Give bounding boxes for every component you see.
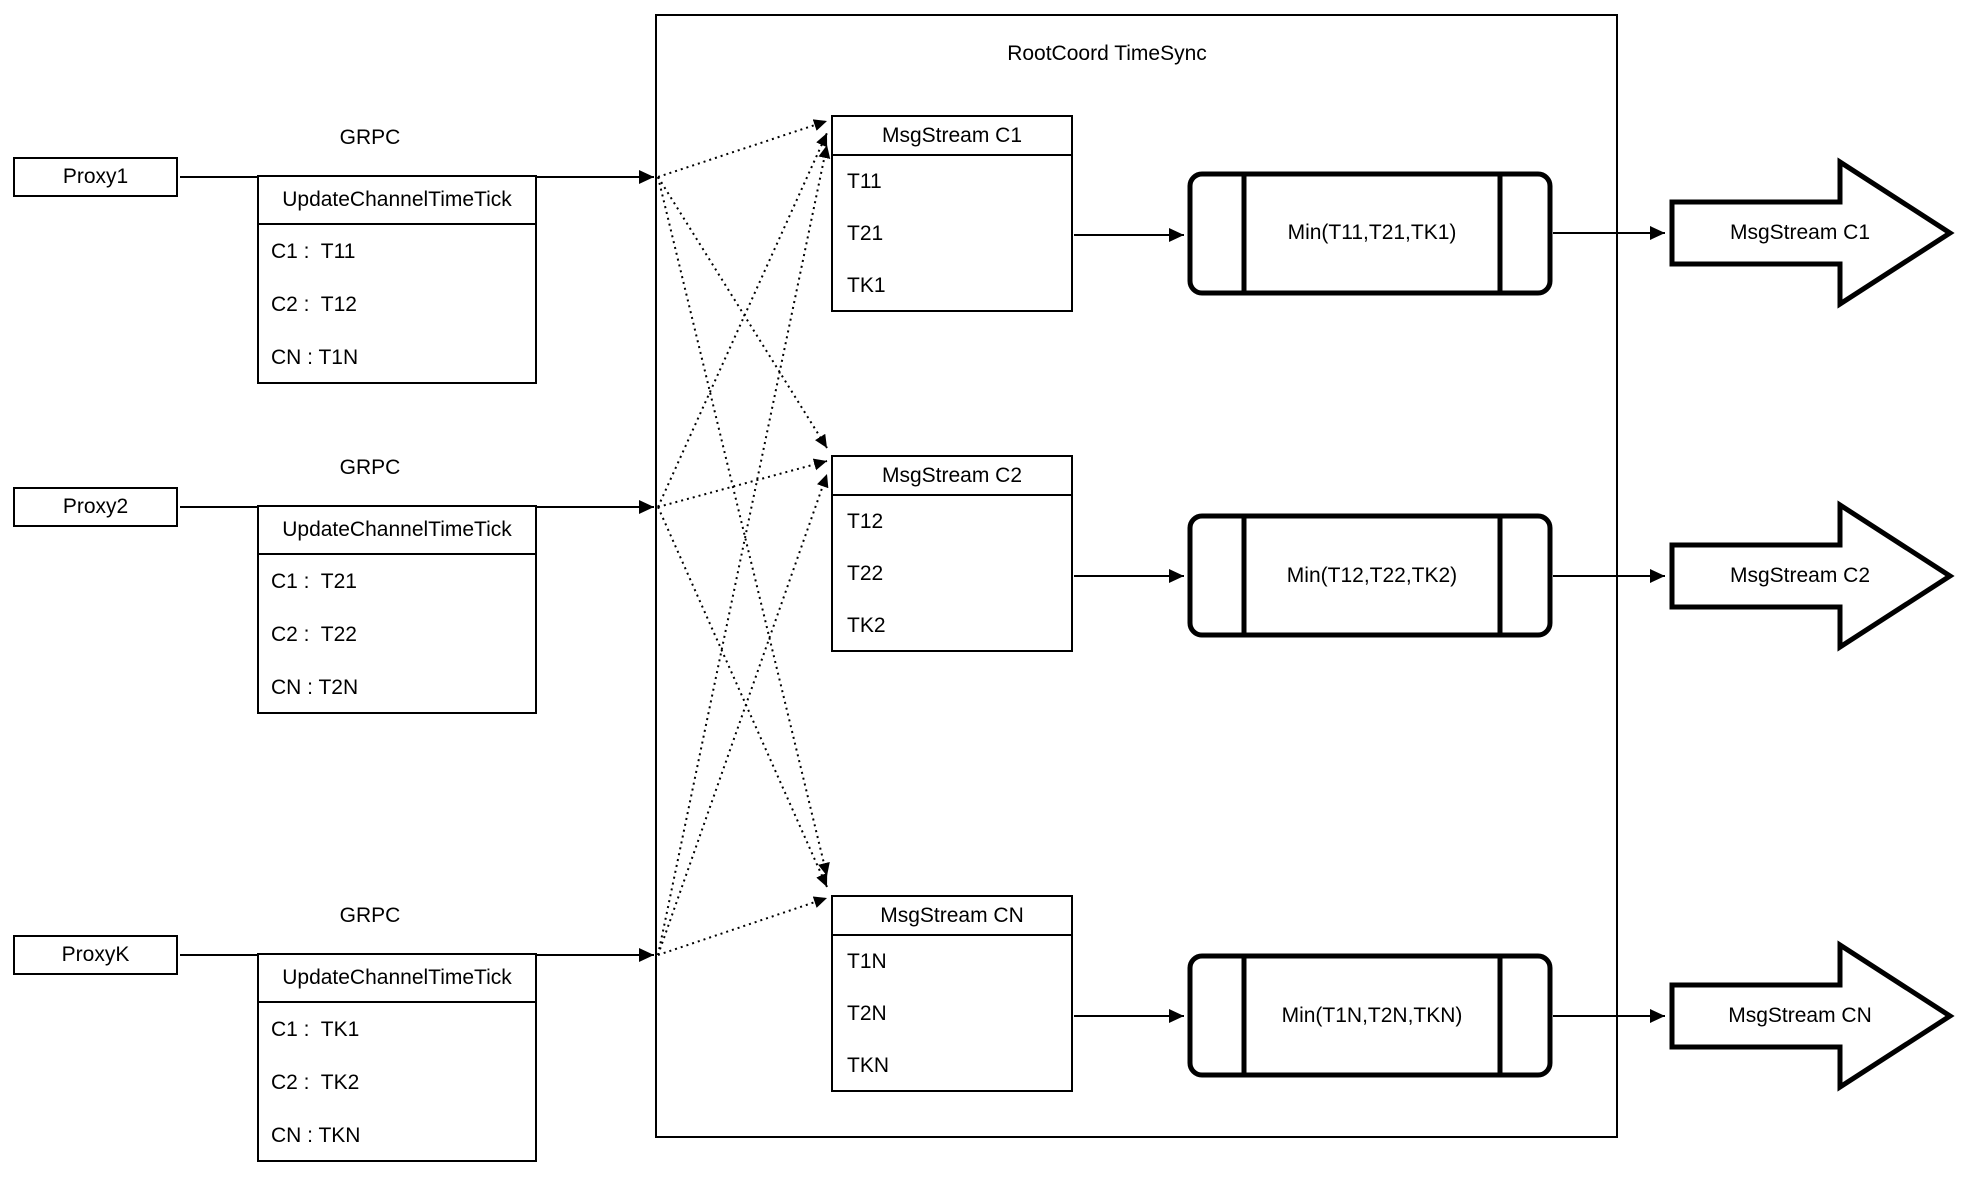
min-label-cn: Min(T1N,T2N,TKN) — [1281, 1004, 1463, 1027]
output-arrow-label-c2: MsgStream C2 — [1729, 564, 1871, 587]
msgstream-row: T2N — [847, 1002, 887, 1025]
proxy-box-proxy2: Proxy2 — [13, 487, 178, 527]
table-row: C1 : T21 — [271, 569, 357, 593]
proxy-label: ProxyK — [61, 943, 130, 966]
table-row: CN : T1N — [271, 345, 359, 369]
timetick-table-proxy1: UpdateChannelTimeTick C1 : T11 C2 : T12 … — [257, 175, 537, 384]
grpc-label-3: GRPC — [339, 904, 401, 927]
fan-line-p1-cn — [657, 176, 830, 877]
fan-line-pk-c1 — [657, 144, 831, 956]
table-row: C1 : TK1 — [271, 1017, 360, 1041]
min-box-cn — [1187, 953, 1553, 1078]
table-header: UpdateChannelTimeTick — [259, 507, 535, 555]
grpc-label-1: GRPC — [339, 126, 401, 149]
table-header: UpdateChannelTimeTick — [259, 955, 535, 1003]
msgstream-box-c2: MsgStream C2 T12 T22 TK2 — [831, 455, 1073, 652]
proxy-box-proxy1: Proxy1 — [13, 157, 178, 197]
min-label-c1: Min(T11,T21,TK1) — [1287, 221, 1457, 244]
msgstream-row: T11 — [847, 170, 882, 193]
msgstream-box-cn: MsgStream CN T1N T2N TKN — [831, 895, 1073, 1092]
msgstream-header: MsgStream CN — [833, 897, 1071, 936]
fan-line-pk-c2 — [657, 473, 829, 956]
timetick-table-proxyk: UpdateChannelTimeTick C1 : TK1 C2 : TK2 … — [257, 953, 537, 1162]
msgstream-row: T21 — [847, 222, 884, 245]
msgstream-row: T22 — [847, 562, 884, 585]
timetick-table-proxy2: UpdateChannelTimeTick C1 : T21 C2 : T22 … — [257, 505, 537, 714]
fan-line-p2-c1 — [657, 132, 828, 508]
output-arrow-cn — [1669, 940, 1955, 1092]
min-box-c2 — [1187, 513, 1553, 638]
output-arrow-label-cn: MsgStream CN — [1728, 1004, 1872, 1027]
grpc-label-2: GRPC — [339, 456, 401, 479]
min-box-c1 — [1187, 171, 1553, 296]
msgstream-row: TK2 — [847, 614, 886, 637]
msgstream-row: TKN — [847, 1054, 889, 1077]
msgstream-box-c1: MsgStream C1 T11 T21 TK1 — [831, 115, 1073, 312]
fan-line-p2-c2 — [657, 458, 828, 508]
msgstream-row: T1N — [847, 950, 887, 973]
min-label-c2: Min(T12,T22,TK2) — [1286, 564, 1458, 587]
table-row: CN : T2N — [271, 675, 359, 699]
table-header: UpdateChannelTimeTick — [259, 177, 535, 225]
fan-line-p1-c1 — [657, 119, 828, 178]
output-arrow-c2 — [1669, 500, 1955, 652]
table-row: C2 : T12 — [271, 292, 357, 316]
msgstream-header: MsgStream C1 — [833, 117, 1071, 156]
table-row: CN : TKN — [271, 1123, 361, 1147]
fan-line-p1-c2 — [657, 176, 828, 449]
proxy-label: Proxy1 — [62, 165, 129, 188]
output-arrow-c1 — [1669, 157, 1955, 309]
proxy-box-proxyk: ProxyK — [13, 935, 178, 975]
msgstream-row: TK1 — [847, 274, 886, 297]
proxy-label: Proxy2 — [62, 495, 129, 518]
table-row: C1 : T11 — [271, 239, 356, 263]
rootcoord-title: RootCoord TimeSync — [1007, 42, 1207, 65]
msgstream-header: MsgStream C2 — [833, 457, 1071, 496]
fan-line-pk-cn — [657, 896, 828, 956]
output-arrow-label-c1: MsgStream C1 — [1729, 221, 1871, 244]
msgstream-row: T12 — [847, 510, 884, 533]
table-row: C2 : TK2 — [271, 1070, 360, 1094]
table-row: C2 : T22 — [271, 622, 357, 646]
